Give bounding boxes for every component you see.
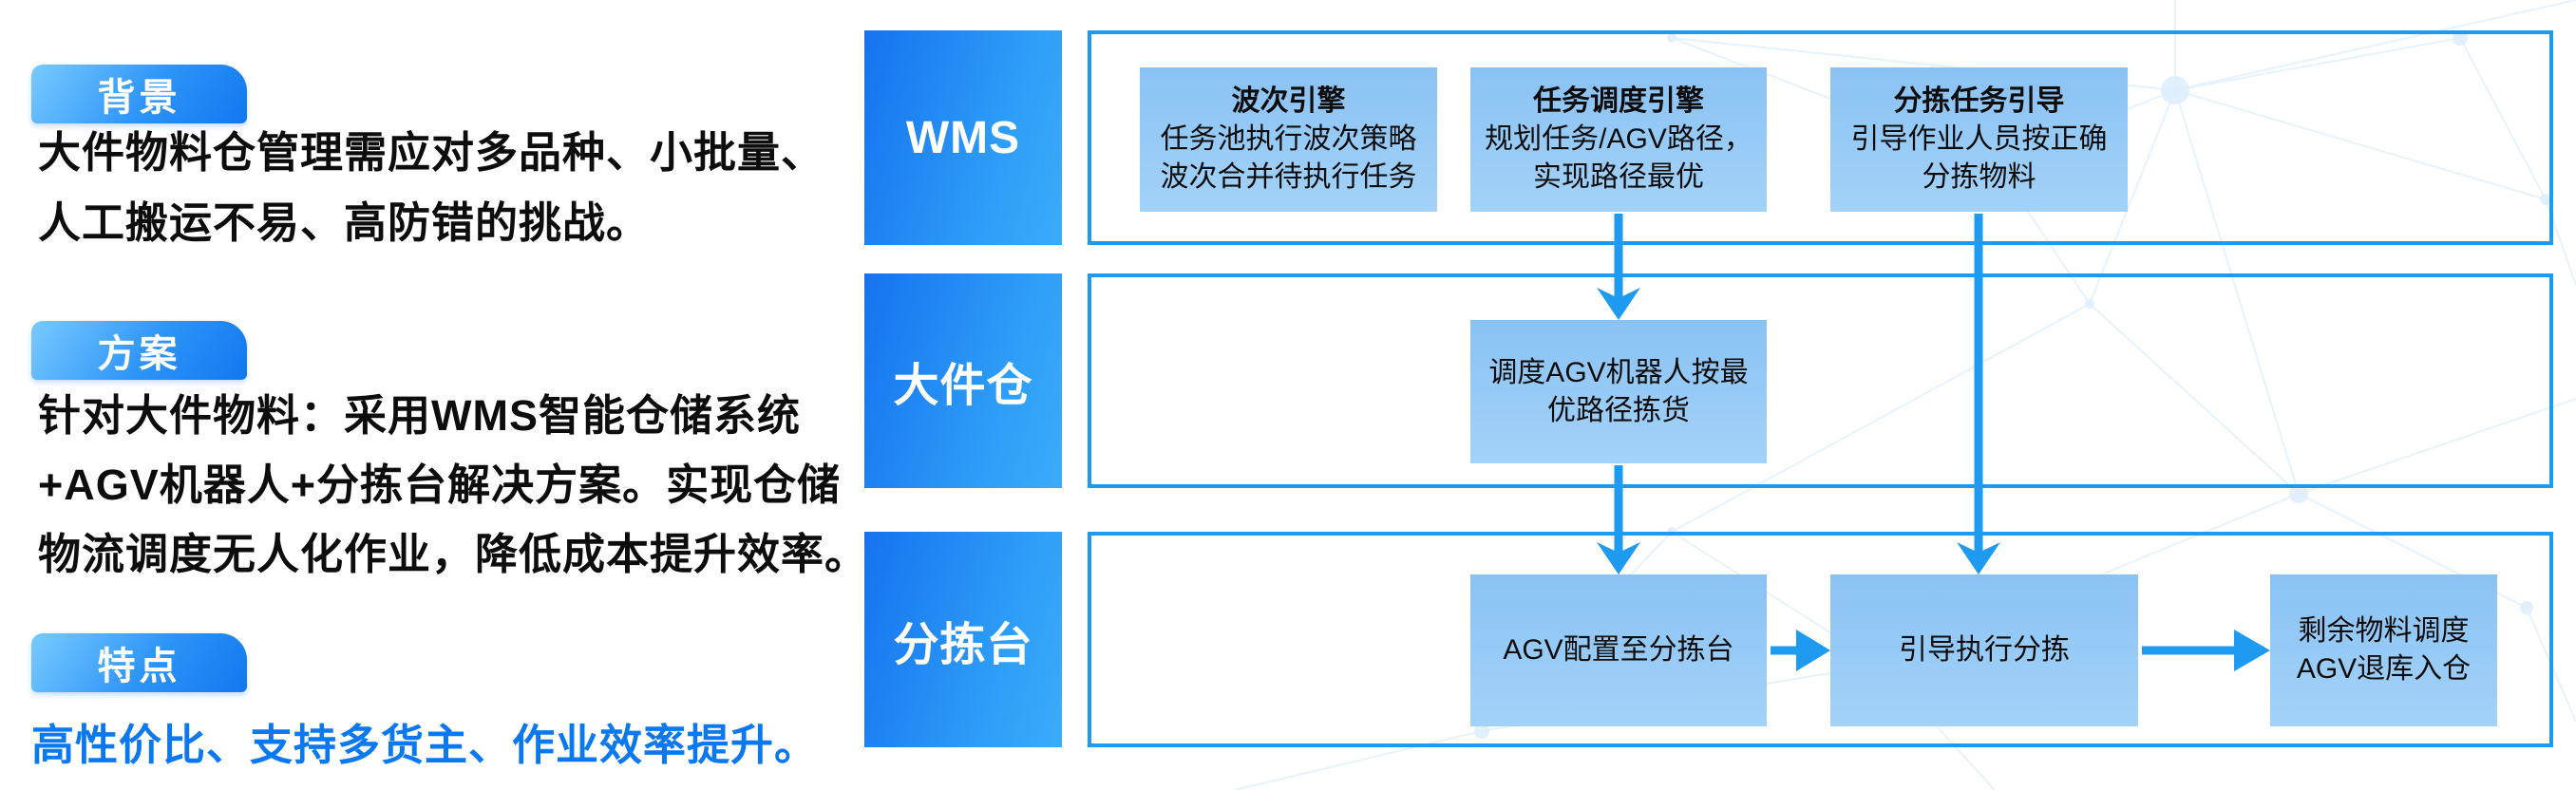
row-label-text: 大件仓 xyxy=(893,361,1033,411)
flow-box-line: AGV退库入仓 xyxy=(2296,653,2472,685)
plan-text-line: +AGV机器人+分拣台解决方案。实现仓储 xyxy=(38,461,842,509)
row-container-wms xyxy=(1088,30,2553,245)
background-text-line: 大件物料仓管理需应对多品种、小批量、 xyxy=(38,128,825,177)
features-highlight-text: 高性价比、支持多货主、作业效率提升。 xyxy=(31,721,819,769)
flow-box-line: 规划任务/AGV路径， xyxy=(1485,123,1752,155)
plan-text-line: 物流调度无人化作业，降低成本提升效率。 xyxy=(38,530,869,578)
row-container-sorting-station xyxy=(1088,532,2553,747)
flow-box-sorting-task-guide: 分拣任务引导 引导作业人员按正确 分拣物料 xyxy=(1830,67,2128,212)
plan-text-line: 针对大件物料：采用WMS智能仓储系统 xyxy=(38,391,801,440)
row-label-bulky-warehouse: 大件仓 xyxy=(864,273,1062,488)
flow-box-line: 优路径拣货 xyxy=(1547,394,1690,426)
flow-box-return-to-storage: 剩余物料调度 AGV退库入仓 xyxy=(2270,574,2497,726)
flow-box-line: 引导作业人员按正确 xyxy=(1850,123,2108,155)
row-label-text: WMS xyxy=(905,112,1021,163)
section-badge-background: 背景 xyxy=(31,65,247,123)
flow-box-line: 任务池执行波次策略 xyxy=(1160,123,1417,155)
row-label-sorting-station: 分拣台 xyxy=(864,532,1062,747)
section-badge-plan: 方案 xyxy=(31,321,247,380)
badge-label: 背景 xyxy=(97,77,181,119)
flow-box-guided-sorting: 引导执行分拣 xyxy=(1830,574,2138,726)
section-badge-features: 特点 xyxy=(31,633,247,692)
flow-box-line: 分拣物料 xyxy=(1922,161,2036,193)
flow-box-task-scheduling-engine: 任务调度引擎 规划任务/AGV路径， 实现路径最优 xyxy=(1470,67,1767,212)
flow-box-title: 分拣任务引导 xyxy=(1893,85,2065,117)
flow-box-line: 剩余物料调度 xyxy=(2298,615,2470,647)
flow-box-wave-engine: 波次引擎 任务池执行波次策略 波次合并待执行任务 xyxy=(1140,67,1437,212)
background-text-line: 人工搬运不易、高防错的挑战。 xyxy=(38,198,651,247)
flow-box-title: 任务调度引擎 xyxy=(1533,85,1704,117)
flow-box-title: 波次引擎 xyxy=(1231,85,1346,117)
flow-box-line: AGV配置至分拣台 xyxy=(1503,634,1734,666)
flow-box-line: 实现路径最优 xyxy=(1533,161,1704,193)
badge-label: 特点 xyxy=(97,646,181,687)
row-container-bulky-warehouse xyxy=(1088,273,2553,488)
flow-box-line: 调度AGV机器人按最 xyxy=(1488,356,1749,388)
flow-box-agv-dispatch: 调度AGV机器人按最 优路径拣货 xyxy=(1470,320,1767,463)
flow-box-line: 引导执行分拣 xyxy=(1899,634,2070,666)
badge-label: 方案 xyxy=(97,333,181,375)
flow-box-agv-to-station: AGV配置至分拣台 xyxy=(1470,574,1767,726)
row-label-wms: WMS xyxy=(864,30,1062,245)
row-label-text: 分拣台 xyxy=(893,619,1033,670)
flow-box-line: 波次合并待执行任务 xyxy=(1160,161,1417,193)
